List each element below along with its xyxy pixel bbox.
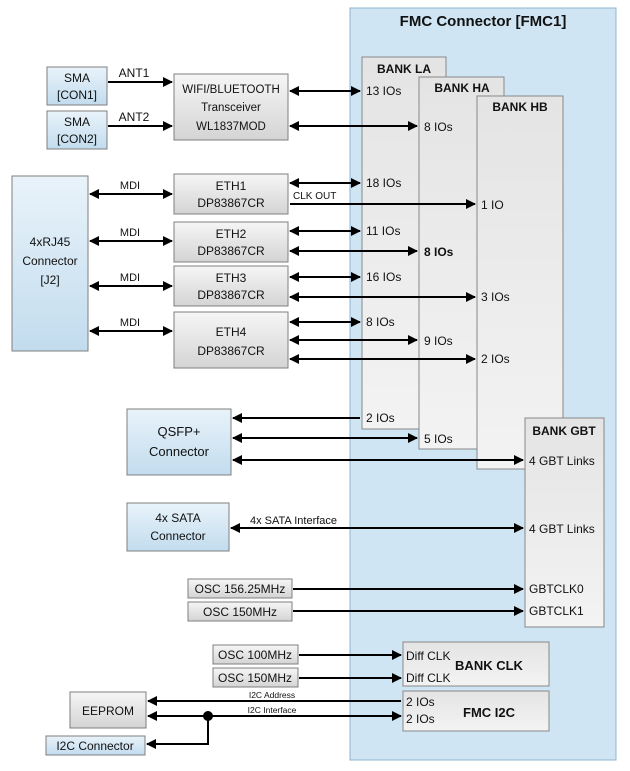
wifi-ha-io: 8 IOs xyxy=(424,120,453,134)
eth1-hb-io: 1 IO xyxy=(481,198,504,212)
qsfp-connector-box xyxy=(126,408,232,476)
gbtclk0-pin: GBTCLK0 xyxy=(529,582,584,596)
eth1-part: DP83867CR xyxy=(197,196,265,210)
osc-156-label: OSC 156.25MHz xyxy=(195,582,286,596)
eth1-name: ETH1 xyxy=(216,179,247,193)
wifi-la-io: 13 IOs xyxy=(366,84,401,98)
sma-con1-line2: [CON1] xyxy=(57,88,97,102)
eth3-part: DP83867CR xyxy=(197,288,265,302)
mdi-label-2: MDI xyxy=(120,227,140,239)
bank-hb-title: BANK HB xyxy=(492,100,548,114)
wifi-line1: WIFI/BLUETOOTH xyxy=(182,84,280,96)
eth4-part: DP83867CR xyxy=(197,344,265,358)
i2c-connector-label: I2C Connector xyxy=(56,739,133,753)
sma-con2-line1: SMA xyxy=(64,115,90,129)
eth2-part: DP83867CR xyxy=(197,244,265,258)
osc-100-box xyxy=(212,644,299,665)
bank-la-title: BANK LA xyxy=(377,62,431,76)
osc-156-box xyxy=(187,578,293,599)
bank-clk-title: BANK CLK xyxy=(455,658,523,673)
eth1-la-io: 18 IOs xyxy=(366,176,401,190)
fmc-i2c-title: FMC I2C xyxy=(463,705,516,720)
eth3-la-io: 16 IOs xyxy=(366,270,401,284)
sma-con2-line2: [CON2] xyxy=(57,132,97,146)
qsfp-ha-io: 5 IOs xyxy=(424,432,453,446)
qsfp-gbt-io: 4 GBT Links xyxy=(529,454,595,468)
i2c-address-label: I2C Address xyxy=(249,690,295,700)
qsfp-line1: QSFP+ xyxy=(158,424,201,439)
ant1-label: ANT1 xyxy=(119,66,150,80)
diff-clk-pin-2: Diff CLK xyxy=(406,671,450,685)
eth3-box xyxy=(173,265,289,307)
bank-gbt-title: BANK GBT xyxy=(532,424,596,438)
bank-gbt xyxy=(524,417,605,628)
eth2-box xyxy=(173,221,289,263)
i2c-connector-box xyxy=(45,735,146,756)
diff-clk-pin-1: Diff CLK xyxy=(406,649,450,663)
sata-interface-label: 4x SATA Interface xyxy=(250,515,337,527)
fmc-title: FMC Connector [FMC1] xyxy=(400,13,567,30)
osc-150-clk-label: OSC 150MHz xyxy=(218,671,292,685)
i2c-junction-dot xyxy=(203,711,213,721)
wifi-transceiver-box xyxy=(173,73,289,141)
sata-line1: 4x SATA xyxy=(155,511,201,525)
eth2-name: ETH2 xyxy=(216,227,247,241)
sata-gbt-io: 4 GBT Links xyxy=(529,522,595,536)
wifi-line2: Transceiver xyxy=(201,102,261,114)
osc-150-gbt-box xyxy=(187,601,293,622)
osc-150-clk-box xyxy=(212,667,299,688)
sata-connector-box xyxy=(126,502,230,552)
eth1-box xyxy=(173,173,289,215)
ant2-label: ANT2 xyxy=(119,110,150,124)
fmc-i2c xyxy=(402,690,550,732)
osc-100-label: OSC 100MHz xyxy=(218,648,292,662)
eth4-hb-io: 2 IOs xyxy=(481,352,510,366)
mdi-label-3: MDI xyxy=(120,272,140,284)
rj45-line1: 4xRJ45 xyxy=(30,235,71,249)
mdi-label-1: MDI xyxy=(120,180,140,192)
bank-ha-title: BANK HA xyxy=(434,81,490,95)
i2c-interface-label: I2C Interface xyxy=(248,705,297,715)
eeprom-box xyxy=(69,691,147,729)
bank-hb xyxy=(476,95,564,470)
eth3-name: ETH3 xyxy=(216,271,247,285)
connections xyxy=(89,77,524,749)
eth2-ha-io: 8 IOs xyxy=(424,245,454,259)
wifi-line3: WL1837MOD xyxy=(196,121,266,133)
osc-150-gbt-label: OSC 150MHz xyxy=(203,605,277,619)
mdi-label-4: MDI xyxy=(120,317,140,329)
rj45-line3: [J2] xyxy=(40,273,59,287)
bank-clk xyxy=(402,641,550,687)
rj45-line2: Connector xyxy=(22,254,77,268)
eth4-box xyxy=(173,311,289,369)
eeprom-label: EEPROM xyxy=(82,704,134,718)
eth3-hb-io: 3 IOs xyxy=(481,290,510,304)
sma-con2-box xyxy=(46,110,108,150)
sma-con1-line1: SMA xyxy=(64,71,90,85)
qsfp-la-io: 2 IOs xyxy=(366,411,395,425)
sata-line2: Connector xyxy=(150,529,205,543)
i2c-connector-line xyxy=(146,716,209,749)
sma-con1-box xyxy=(46,66,108,106)
rj45-connector-box xyxy=(11,175,89,352)
eth4-ha-io: 9 IOs xyxy=(424,334,453,348)
eth4-la-io: 8 IOs xyxy=(366,315,395,329)
gbtclk1-pin: GBTCLK1 xyxy=(529,604,584,618)
qsfp-line2: Connector xyxy=(149,444,210,459)
eth2-la-io: 11 IOs xyxy=(366,224,400,238)
clk-out-label: CLK OUT xyxy=(293,191,336,202)
i2c-io-1: 2 IOs xyxy=(406,695,435,709)
eth4-name: ETH4 xyxy=(216,325,247,339)
i2c-io-2: 2 IOs xyxy=(406,712,435,726)
